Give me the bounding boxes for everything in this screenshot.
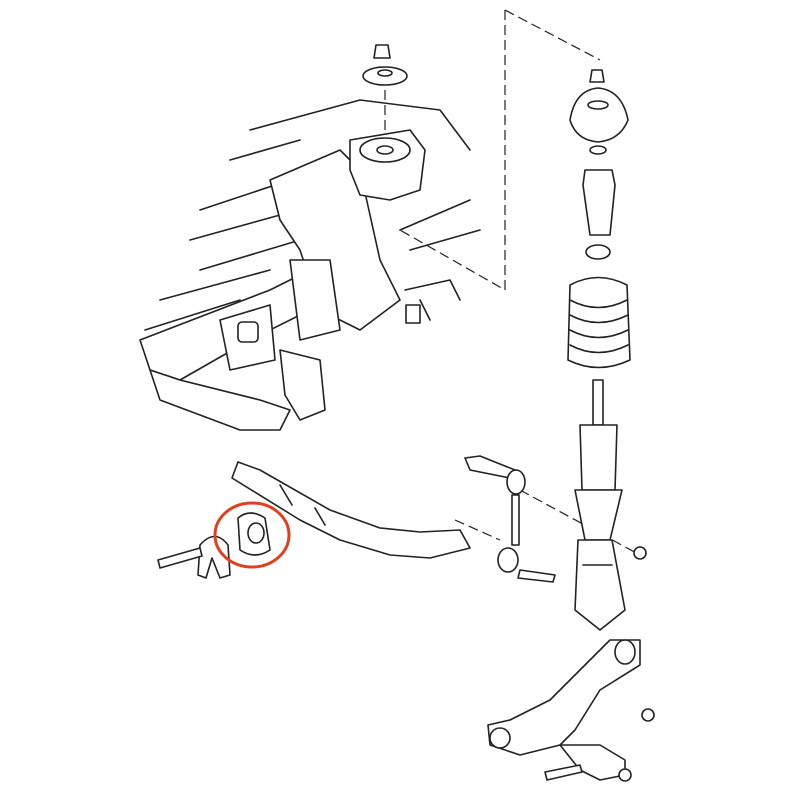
lower-control-arm (487, 639, 655, 782)
front-subframe (139, 99, 481, 431)
stabilizer-bar (231, 461, 471, 559)
stabilizer-bushing (157, 512, 271, 579)
strut-assembly (567, 69, 631, 631)
highlight-circle (213, 501, 291, 569)
mount-hardware (362, 44, 408, 86)
stabilizer-link (464, 455, 647, 583)
